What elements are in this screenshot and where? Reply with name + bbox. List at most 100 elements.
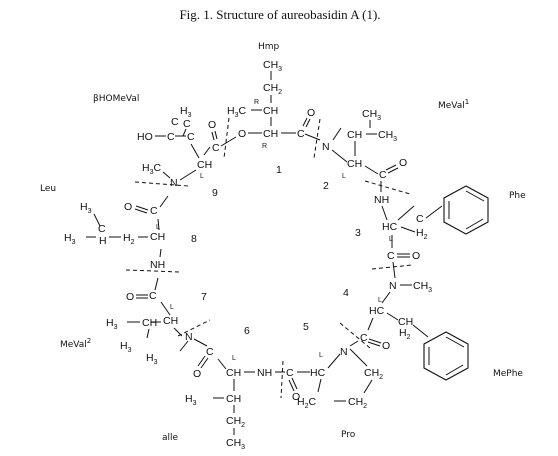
atom-label: CH [263,105,278,117]
atom-label: O [399,157,407,169]
benzene-ring-phe [443,185,489,235]
meval2-residue: N H3 CH L C O CH H3 H3 [106,277,193,366]
atom-label: C [183,118,191,130]
atom-label: C [212,142,220,154]
atom-label: C [150,205,158,217]
stereo-label-r: R [254,99,259,106]
residue-label-phe: Phe [509,191,526,201]
ring-number-8: 8 [191,233,197,245]
stereo-label-l: L [156,224,160,231]
atom-label: NH [374,194,389,206]
atom-label: N [170,177,178,189]
atom-label: CH [197,159,212,171]
bhomeval-residue: H3 C C HO C C O C CH L H3C N [137,105,237,189]
atom-label: H2 [416,227,428,241]
stereo-label-l: L [319,352,323,359]
hmp-residue: CH3 CH2 H3C CH R CH R O C O [227,59,321,150]
atom-label: CH2 [348,396,367,410]
atom-label: C [206,346,214,358]
atom-label: CH [398,316,413,328]
atom-label: CH [150,231,165,243]
atom-label: C [98,223,106,235]
stereo-label-l: L [200,173,204,180]
atom-label: C [286,367,294,379]
stereo-label-l: L [378,297,382,304]
atom-label: H [99,235,107,247]
atom-label: O [126,291,134,303]
atom-label: H3C [142,162,162,176]
ring-number-4: 4 [343,287,349,299]
phe-residue: NH HC L H2 C C O [374,185,489,279]
atom-label: H3 [120,340,132,354]
stereo-label-l: L [342,173,346,180]
atom-label: O [208,119,216,131]
ring-number-3: 3 [355,227,361,239]
atom-label: CH [226,367,241,379]
residue-label-alle: alle [162,433,179,443]
atom-label: CH2 [364,367,383,381]
atom-label: H3 [64,232,76,246]
atom-label: CH3 [378,129,397,143]
atom-label: HC [310,367,326,379]
atom-label: NH [150,259,165,271]
ring-number-6: 6 [244,325,250,337]
atom-label: CH3 [263,59,282,73]
figure-caption: Fig. 1. Structure of aureobasidin A (1). [179,7,380,22]
atom-label: CH2 [226,415,245,429]
atom-label: C [360,332,368,344]
atom-label: H2C [297,396,317,410]
stereo-label-l: L [232,355,236,362]
atom-label: CH [263,128,278,140]
atom-label: CH [347,158,362,170]
ring-number-9: 9 [212,187,218,199]
residue-label-pro: Pro [341,430,356,440]
atom-label: C [149,290,157,302]
atom-label: O [238,128,246,140]
atom-label: C [387,250,395,262]
atom-label: H3 [106,317,118,331]
atom-label: H3 [146,352,158,366]
ring-number-2: 2 [323,180,329,192]
residue-label-hmp: Hmp [258,42,280,52]
residue-label-leu: Leu [40,184,56,194]
atom-label: CH [142,317,157,329]
atom-label: N [322,141,330,153]
atom-label: O [124,201,132,213]
atom-label: C [187,131,195,143]
stereo-label-l: L [389,236,393,243]
meval1-residue: N CH3 CH CH3 CH L C O [322,108,407,192]
residue-label-meval1: MeVal1 [438,98,469,111]
atom-label: CH [347,129,362,141]
atom-label: CH3 [226,437,245,451]
atom-label: C [171,116,179,128]
atom-label: H2 [123,232,135,246]
atom-label: HC [369,305,385,317]
atom-label: HC [382,221,398,233]
atom-label: H2 [399,327,411,341]
atom-label: O [412,250,420,262]
pro-residue: N CH2 CH2 H2C HC L C O [286,346,383,410]
atom-label: H3 [185,393,197,407]
residue-label-bhomeval: βHOMeVal [93,94,139,104]
atom-label: CH3 [413,280,432,294]
atom-label: HO [137,131,153,143]
stereo-label-r: R [262,143,267,150]
atom-label: H3C [227,105,247,119]
atom-label: C [297,128,305,140]
atom-label: CH [163,315,178,327]
atom-label: C [167,131,175,143]
atom-label: C [416,213,424,225]
atom-label: H3 [80,201,92,215]
ring-number-5: 5 [303,321,309,333]
atom-label: O [307,107,315,119]
residue-label-mephe: MePhe [493,369,523,379]
benzene-ring-mephe [423,331,469,381]
mephe-residue: N CH3 HC L CH H2 C O [349,280,469,381]
alle-residue: NH CH L C O CH H3 CH2 CH3 [185,338,285,451]
atom-label: CH3 [362,108,381,122]
atom-label: O [382,340,390,352]
atom-label: CH [226,393,241,405]
stereo-label-l: L [170,304,174,311]
atom-label: NH [257,367,272,379]
